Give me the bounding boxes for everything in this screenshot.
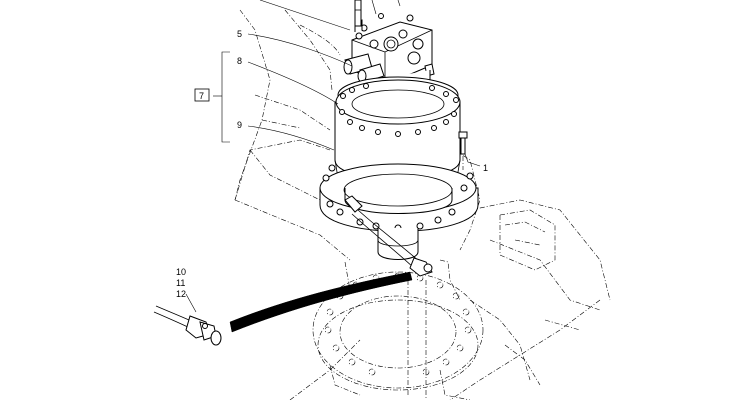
callout-10: 10 xyxy=(176,267,186,277)
slewing-ring xyxy=(312,271,484,401)
callout-7-box xyxy=(194,88,210,102)
callout-1: 1 xyxy=(483,163,488,173)
mounting-flange xyxy=(319,163,479,260)
callout-11: 11 xyxy=(176,278,185,288)
swing-motor-valve-block xyxy=(343,0,435,86)
callout-7: 7 xyxy=(199,91,204,101)
chassis-frame xyxy=(234,9,611,401)
detail-hose-fitting xyxy=(153,305,222,346)
callout-9: 9 xyxy=(237,120,242,130)
hose-assembly xyxy=(344,195,433,277)
group-bracket xyxy=(194,51,230,143)
swing-reduction-housing xyxy=(334,79,461,180)
callout-5: 5 xyxy=(237,29,242,39)
bolt-part-1 xyxy=(458,131,468,170)
callout-8: 8 xyxy=(237,56,242,66)
leader-lines xyxy=(185,0,481,313)
view-reference-band xyxy=(229,271,413,333)
callout-12: 12 xyxy=(176,289,186,299)
